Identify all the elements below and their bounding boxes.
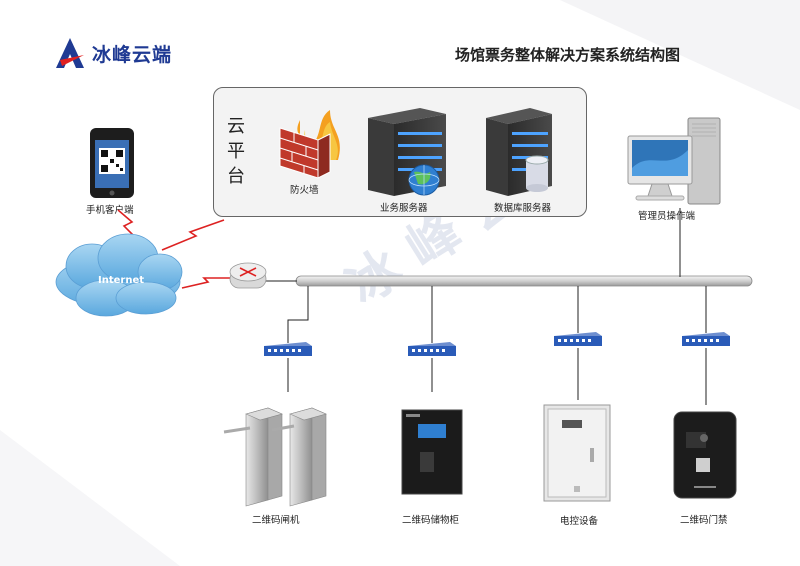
firewall-label: 防火墙 bbox=[290, 185, 319, 196]
door-access-label: 二维码门禁 bbox=[680, 515, 728, 526]
database-server-label: 数据库服务器 bbox=[494, 203, 552, 214]
internet-label: Internet bbox=[98, 275, 145, 286]
control-device-label: 电控设备 bbox=[560, 516, 599, 527]
admin-terminal-label: 管理员操作端 bbox=[638, 211, 696, 222]
locker-label: 二维码储物柜 bbox=[402, 515, 460, 526]
brand-name: 冰峰云端 bbox=[92, 44, 173, 66]
page-title: 场馆票务整体解决方案系统结构图 bbox=[455, 46, 681, 64]
mobile-client-label: 手机客户端 bbox=[86, 205, 134, 216]
cloud-platform-label: 云平台 bbox=[227, 116, 245, 187]
turnstile-label: 二维码闸机 bbox=[252, 515, 300, 526]
business-server-label: 业务服务器 bbox=[380, 203, 428, 214]
